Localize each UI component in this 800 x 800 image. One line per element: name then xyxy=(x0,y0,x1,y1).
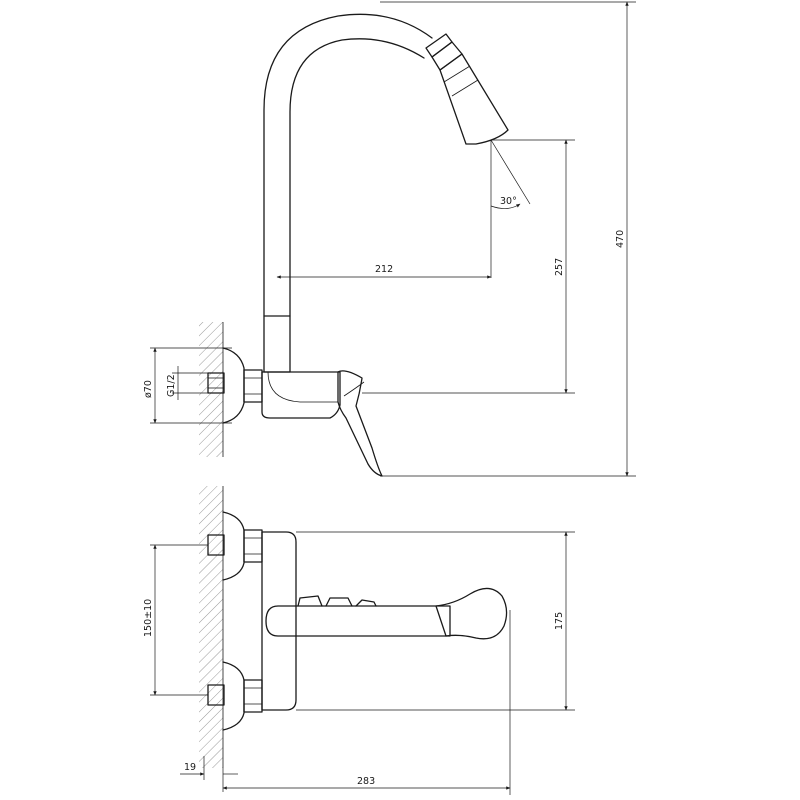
thread-size-label: G1/2 xyxy=(166,374,177,397)
side-wall-flange xyxy=(222,347,245,424)
side-mixer-body xyxy=(261,371,341,419)
side-wall xyxy=(199,322,224,457)
top-view: 150±10 175 19 283 xyxy=(143,486,575,795)
dim-wall-offset: 19 xyxy=(180,756,238,792)
spout-reach-label: 212 xyxy=(375,264,393,275)
side-view: 30° 212 257 470 ø70 xyxy=(143,1,636,477)
flange-diameter-label: ø70 xyxy=(143,380,154,398)
side-spray-head xyxy=(425,33,509,145)
dim-thread-size: G1/2 xyxy=(166,366,208,400)
body-height-label: 175 xyxy=(554,612,565,630)
dim-spout-reach: 212 xyxy=(276,264,492,279)
wall-offset-label: 19 xyxy=(184,762,196,773)
spray-angle-label: 30° xyxy=(500,196,517,207)
side-lever-handle xyxy=(337,370,383,477)
side-spout-sleeve xyxy=(263,315,291,373)
outlet-height-label: 257 xyxy=(554,258,565,276)
dim-total-depth: 283 xyxy=(222,610,511,795)
dim-body-height: 175 xyxy=(296,531,575,711)
connection-spacing-label: 150±10 xyxy=(143,599,154,637)
dim-total-height: 470 xyxy=(380,1,636,477)
dim-flange-diameter: ø70 xyxy=(143,347,232,424)
total-depth-label: 283 xyxy=(357,776,375,787)
top-wall xyxy=(199,486,224,768)
side-gooseneck-inner xyxy=(289,38,425,317)
total-height-label: 470 xyxy=(615,230,626,248)
top-lever-handle xyxy=(435,587,508,640)
side-gooseneck-outer xyxy=(263,13,433,317)
dim-outlet-height: 257 xyxy=(362,139,575,394)
top-mixer-body xyxy=(261,531,297,711)
spray-angle-indicator: 30° xyxy=(490,139,531,278)
top-spout xyxy=(265,605,451,637)
dim-connection-spacing: 150±10 xyxy=(143,544,208,696)
